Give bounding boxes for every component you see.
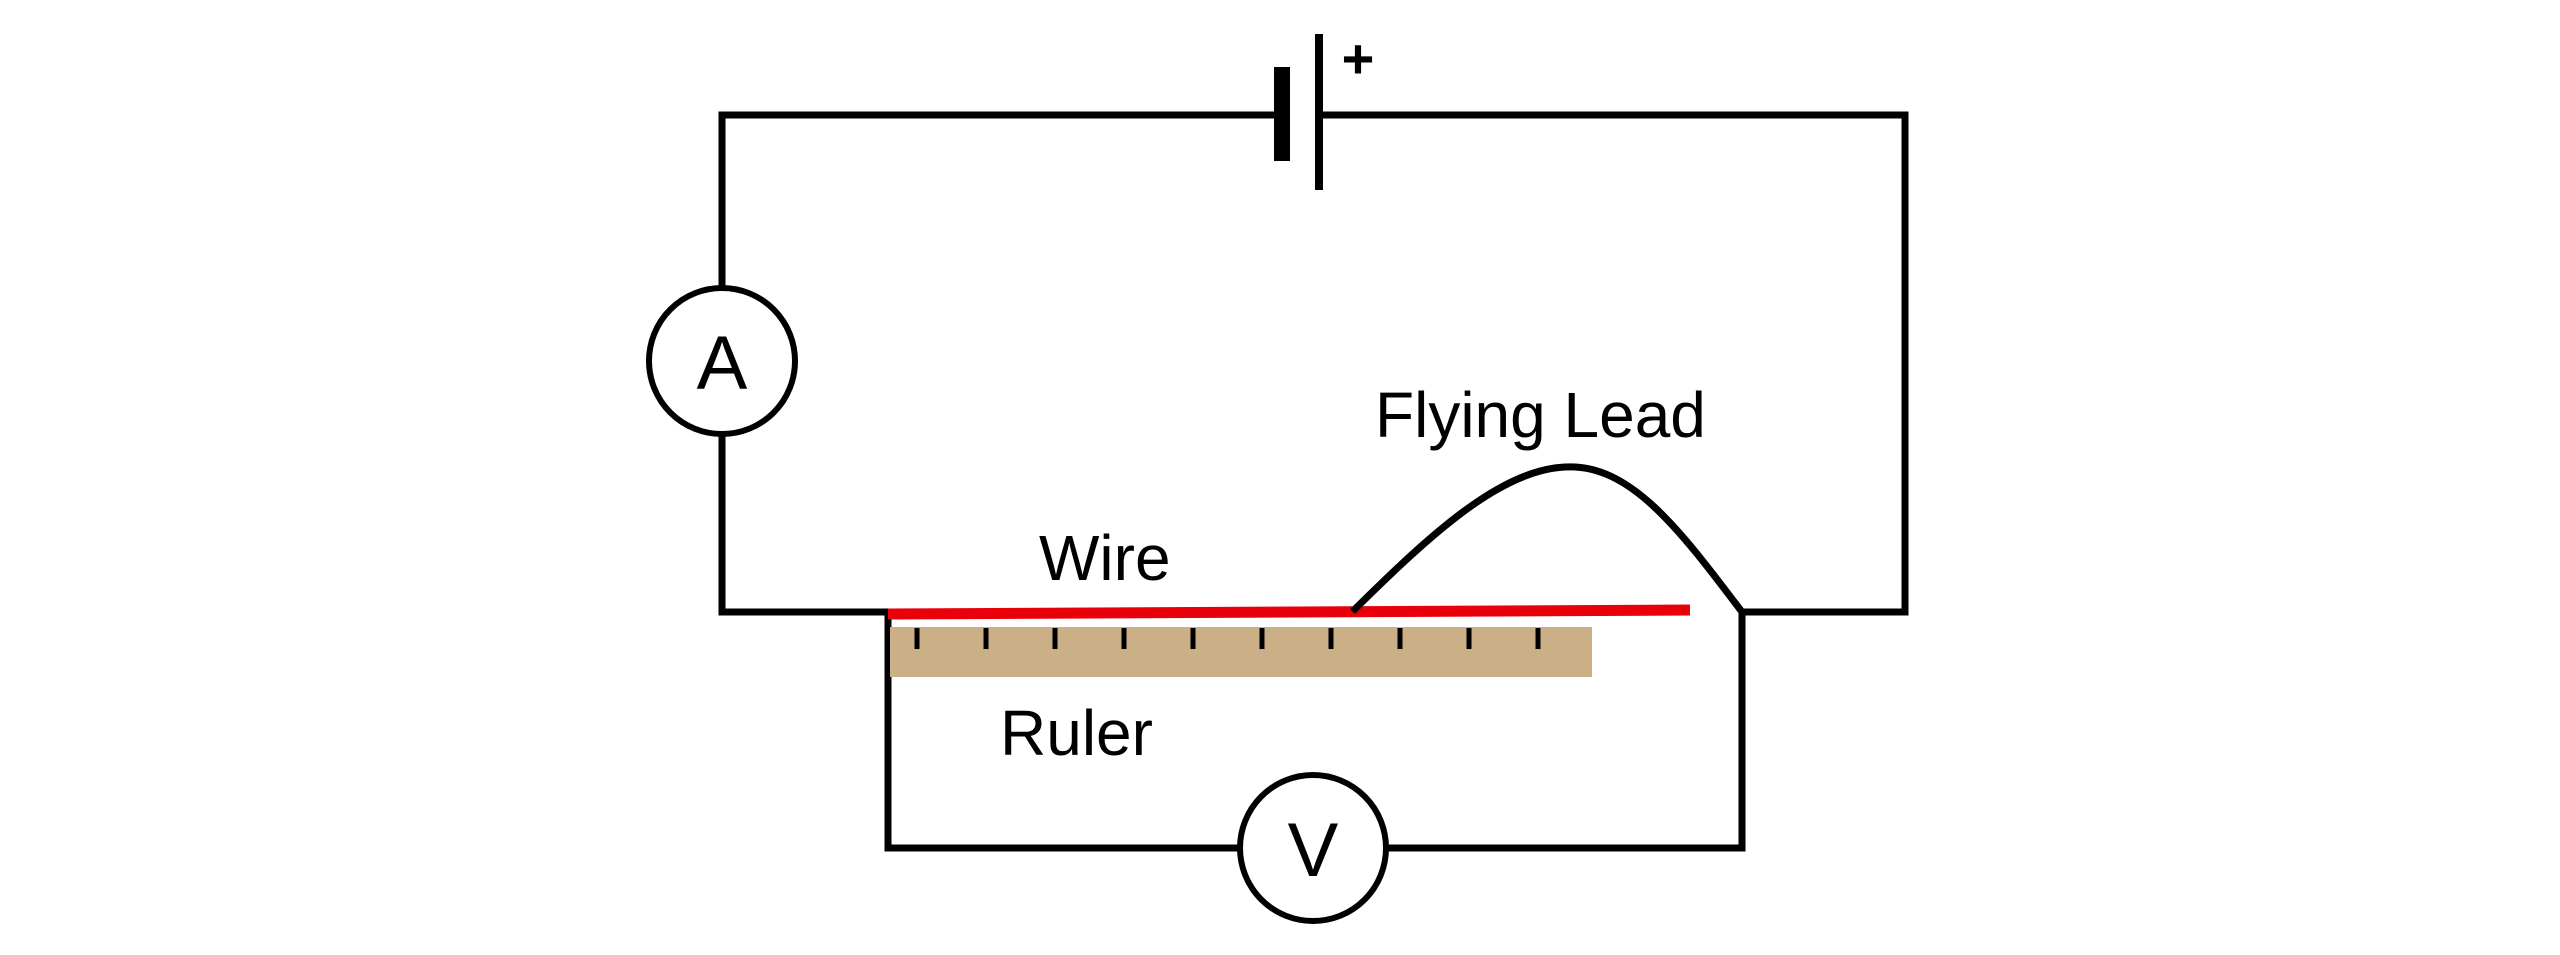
wire-label: Wire xyxy=(1039,522,1171,594)
left-lower-wire xyxy=(718,433,892,616)
test-wire xyxy=(887,604,1691,620)
voltmeter: V xyxy=(1237,772,1389,924)
voltmeter-symbol: V xyxy=(1288,808,1339,893)
battery-plus-sign: + xyxy=(1342,27,1375,90)
battery-long-plate xyxy=(1315,34,1323,190)
ruler-body xyxy=(890,627,1592,677)
battery: + xyxy=(1274,27,1374,190)
voltmeter-circle xyxy=(1237,772,1389,924)
ammeter-circle xyxy=(646,285,798,437)
ammeter-symbol: A xyxy=(697,321,748,406)
voltmeter-right-wire xyxy=(1383,608,1746,852)
battery-short-plate xyxy=(1274,67,1290,161)
top-right-wire xyxy=(1318,111,1909,616)
flying-lead-label: Flying Lead xyxy=(1375,379,1706,451)
ruler-label: Ruler xyxy=(1000,697,1153,769)
top-left-wire xyxy=(718,111,1286,289)
ruler-ticks xyxy=(914,628,1541,649)
flying-lead xyxy=(1350,463,1747,617)
voltmeter-left-wire xyxy=(884,608,1244,852)
ammeter: A xyxy=(646,285,798,437)
